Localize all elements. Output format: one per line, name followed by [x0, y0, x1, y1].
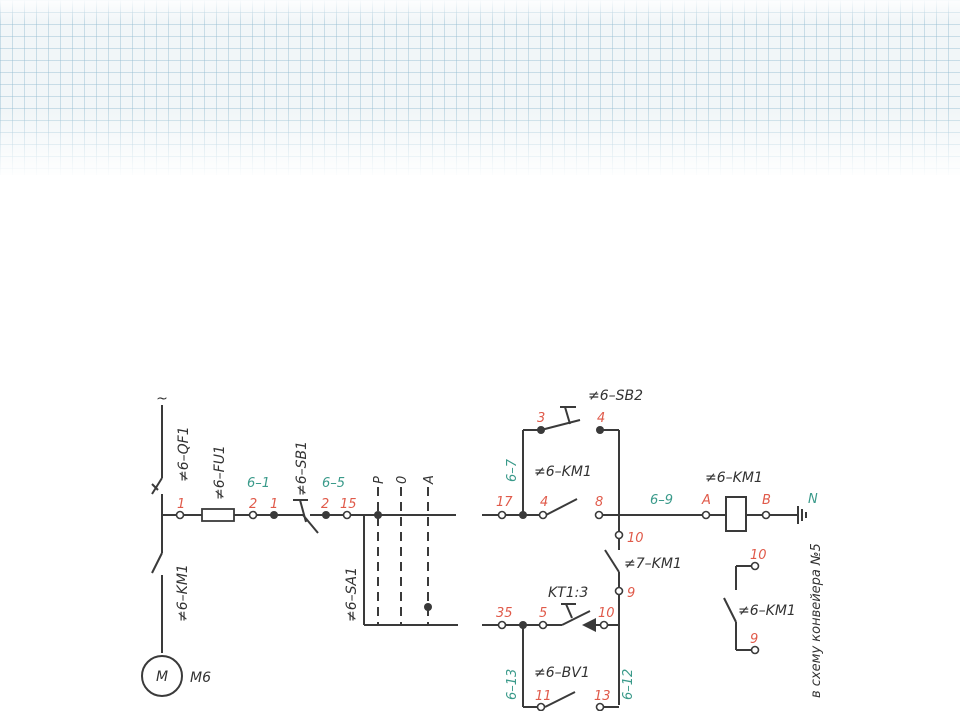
- terminal-5: [538, 620, 548, 630]
- km1-coil-label: ≠6–KM1: [705, 470, 763, 486]
- terminal-15: [342, 510, 352, 520]
- km1-hold-contact: [545, 498, 578, 516]
- cable-label-6-13: 6–13: [505, 669, 520, 700]
- node-17: [519, 511, 527, 519]
- kt-arrow-icon: [582, 618, 596, 632]
- qf1-label: ≠6–QF1: [176, 426, 192, 482]
- node-15a: [322, 511, 330, 519]
- terminal-a: [701, 510, 711, 520]
- net-label-b: B: [762, 493, 771, 508]
- net-label-13: 13: [594, 689, 611, 704]
- net-label-out-9: 9: [750, 632, 758, 647]
- terminal-11: [536, 702, 546, 711]
- sb1-actuator: [299, 499, 307, 523]
- terminal-10b: [599, 620, 609, 630]
- net-label-11: 11: [535, 689, 552, 704]
- terminal-4: [538, 510, 548, 520]
- bv1-contact: [544, 691, 576, 708]
- selector-switch-sa1: P 0 A ≠6–SA1: [344, 475, 458, 626]
- control-line-left: ≠6–FU1 ≠6–SB1 1 2 1 2 15 6–1 6–5: [162, 441, 456, 534]
- terminal-out-9: [750, 645, 760, 655]
- bv1-label: ≠6–BV1: [534, 665, 590, 681]
- sb2-contact: [540, 419, 581, 431]
- sa1-label-a: A: [422, 475, 437, 485]
- cable-label-6-1: 6–1: [247, 476, 270, 491]
- terminal-2: [248, 510, 258, 520]
- terminal-out-10: [750, 561, 760, 571]
- net-label-15: 15: [340, 497, 357, 512]
- km1-coil: [725, 496, 747, 532]
- sa1-label-0: 0: [395, 476, 410, 484]
- motor-name-label: M6: [190, 670, 211, 686]
- terminal-b: [761, 510, 771, 520]
- km1-out-label: ≠6–KM1: [738, 603, 796, 619]
- conveyor-caption: в схему конвейера №5: [809, 543, 824, 698]
- terminal-9: [614, 586, 624, 596]
- cable-label-6-12: 6–12: [621, 669, 636, 700]
- graph-paper-shade: [0, 0, 960, 22]
- net-label-4: 4: [540, 495, 548, 510]
- motor-symbol: [141, 655, 183, 697]
- node-2: [270, 511, 278, 519]
- terminal-8: [594, 510, 604, 520]
- cable-label-6-7: 6–7: [505, 458, 520, 482]
- terminal-17: [497, 510, 507, 520]
- net-label-10: 10: [627, 531, 644, 546]
- kt-contact: [561, 610, 591, 626]
- graph-paper-fade: [0, 110, 960, 180]
- kt-actuator: [565, 603, 573, 619]
- sb2-label: ≠6–SB2: [588, 388, 643, 404]
- control-line-right: ≠6–SB2 3 4 6–7 ≠6–KM1 17 4 8 6–9 ≠6–KM1 …: [482, 388, 818, 711]
- net-label-out-10: 10: [750, 548, 767, 563]
- terminal-10: [614, 530, 624, 540]
- net-label-a: A: [701, 493, 711, 508]
- fu1-label: ≠6–FU1: [212, 445, 228, 500]
- power-circuit: M M6 ~ ≠6–QF1 ≠6–KM1: [141, 391, 211, 697]
- km7-contact: [604, 549, 620, 573]
- sb1-label: ≠6–SB1: [294, 441, 310, 496]
- sa1-label: ≠6–SA1: [344, 567, 360, 622]
- km1-power-label: ≠6–KM1: [175, 564, 191, 622]
- net-label-4-top: 4: [597, 411, 605, 426]
- fuse-fu1: [201, 508, 235, 522]
- km1-power-contact: [151, 552, 163, 574]
- km7-label: ≠7–KM1: [624, 556, 682, 572]
- terminal-35: [497, 620, 507, 630]
- neutral-label: N: [808, 492, 818, 507]
- kt-label: KT1:3: [548, 585, 588, 601]
- terminal-13: [595, 702, 605, 711]
- out-contact: [723, 597, 737, 623]
- sa1-label-p: P: [372, 476, 387, 484]
- net-label-9: 9: [627, 586, 635, 601]
- qf1-latch: [151, 483, 159, 491]
- net-label-10b: 10: [598, 606, 615, 621]
- net-label-35: 35: [496, 606, 513, 621]
- net-label-2: 2: [249, 497, 257, 512]
- ac-symbol: ~: [156, 391, 168, 407]
- cable-label-6-9: 6–9: [650, 493, 673, 508]
- sa1-contact-p: [374, 511, 382, 519]
- net-label-1: 1: [177, 497, 185, 512]
- qf1-contact: [151, 477, 163, 495]
- output-contact-km1: 10 9 ≠6–KM1 в схему конвейера №5: [723, 543, 824, 698]
- terminal-1: [175, 510, 185, 520]
- net-label-8: 8: [595, 495, 603, 510]
- net-label-17: 17: [496, 495, 513, 510]
- sb2-actuator: [564, 406, 571, 425]
- motor-letter: M: [156, 669, 168, 685]
- net-label-3: 3: [537, 411, 545, 426]
- net-label-5: 5: [539, 606, 547, 621]
- km1-hold-label: ≠6–KM1: [534, 464, 592, 480]
- cable-label-6-5: 6–5: [322, 476, 345, 491]
- net-label-2b: 2: [321, 497, 329, 512]
- net-label-1b: 1: [270, 497, 278, 512]
- sa1-contact-a: [424, 603, 432, 611]
- node-4-top: [596, 426, 604, 434]
